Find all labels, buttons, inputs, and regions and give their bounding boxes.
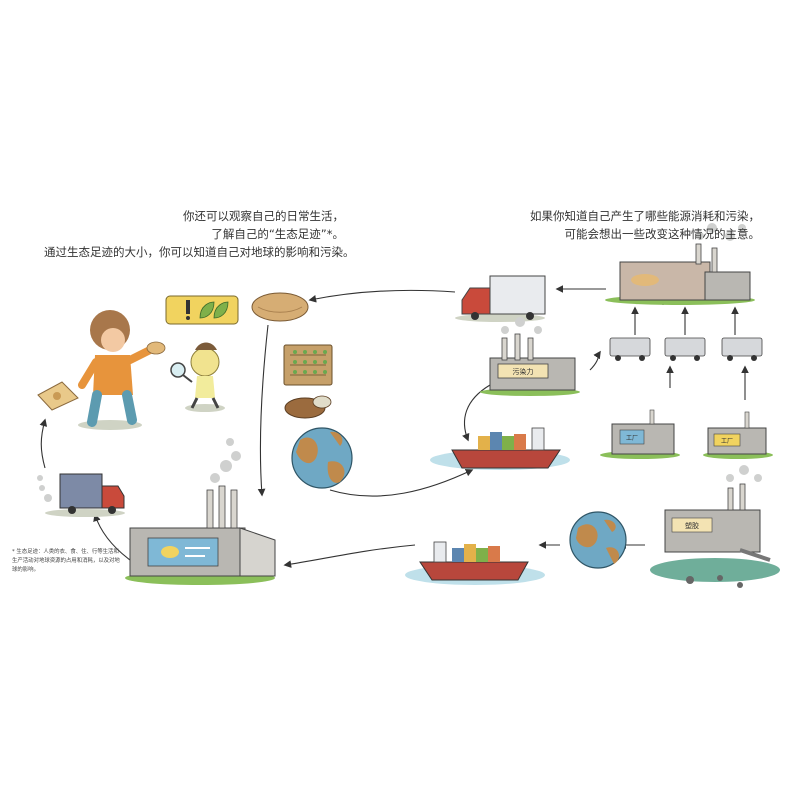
globe-icon: [291, 427, 353, 489]
arrow-globe-to-ship: [329, 469, 474, 497]
footnote: * 生态足迹：人类的衣、食、住、行等生活和生产活动对地球资源的占用和消耗，以及对…: [12, 549, 120, 573]
small-factory-b-sign: 工厂: [721, 438, 733, 445]
arrow-factory-to-trucks: [589, 350, 601, 371]
caption-left-line-1: 你还可以观察自己的日常生活，: [183, 209, 344, 223]
caption-left-line-3: 通过生态足迹的大小，你可以知道自己对地球的影响和污染。: [44, 245, 355, 259]
factory-sign-text: 污染力: [513, 367, 534, 376]
arrow-factory-to-truck: [93, 513, 131, 561]
polluting-factory: 塑胶: [650, 483, 780, 588]
wheat-bag-icon: [284, 395, 332, 419]
smoke-factory-mid: [501, 317, 542, 334]
truck-row: [609, 337, 763, 361]
factory-icon: [125, 485, 276, 585]
magnifier-icon: [170, 362, 193, 383]
food-plant: [605, 243, 755, 305]
pollution-sign: 塑胶: [685, 521, 699, 530]
footprint-leaf-card: [165, 295, 239, 325]
arrow-truck-to-person: [39, 418, 48, 469]
ship-icon: [430, 427, 570, 470]
small-factory-a: 工厂: [600, 409, 680, 459]
truck-small-2: [664, 337, 706, 361]
factory-sign-building: 污染力: [480, 333, 580, 396]
caption-right: 如果你知道自己产生了哪些能源消耗和污染， 可能会想出一些改变这种情况的主意。: [470, 207, 760, 243]
smoke-truck-left: [37, 475, 52, 502]
caption-left: 你还可以观察自己的日常生活， 了解自己的“生态足迹”*。 通过生态足迹的大小，你…: [44, 207, 355, 261]
truck-small-3: [721, 337, 763, 361]
truck-top: [455, 275, 546, 322]
arrow-truck-to-bread: [308, 289, 456, 303]
caption-right-line-1: 如果你知道自己产生了哪些能源消耗和污染，: [530, 209, 760, 223]
truck-icon: [45, 473, 125, 517]
smoke-left: [210, 438, 241, 483]
ship-bottom-icon: [405, 541, 545, 585]
arrow-ship-to-factory: [283, 544, 416, 568]
bread-icon: [251, 292, 309, 322]
globe-right-icon: [569, 511, 627, 569]
child-with-magnifier: [185, 342, 225, 412]
arrow-bread-to-factory: [257, 324, 269, 497]
sprouts-card: [283, 344, 333, 386]
small-factory-a-sign: 工厂: [626, 435, 638, 442]
truck-small-1: [609, 337, 651, 361]
smoke-plant: [696, 223, 746, 241]
smoke-pollution: [726, 465, 762, 482]
bread-slice-icon: [37, 381, 79, 411]
arrow-factory-to-ship: [462, 384, 491, 442]
person-eating-bread: [78, 310, 166, 430]
small-factory-b: 工厂: [703, 411, 773, 459]
caption-right-line-2: 可能会想出一些改变这种情况的主意。: [564, 227, 761, 241]
caption-left-line-2: 了解自己的“生态足迹”*。: [211, 227, 344, 241]
